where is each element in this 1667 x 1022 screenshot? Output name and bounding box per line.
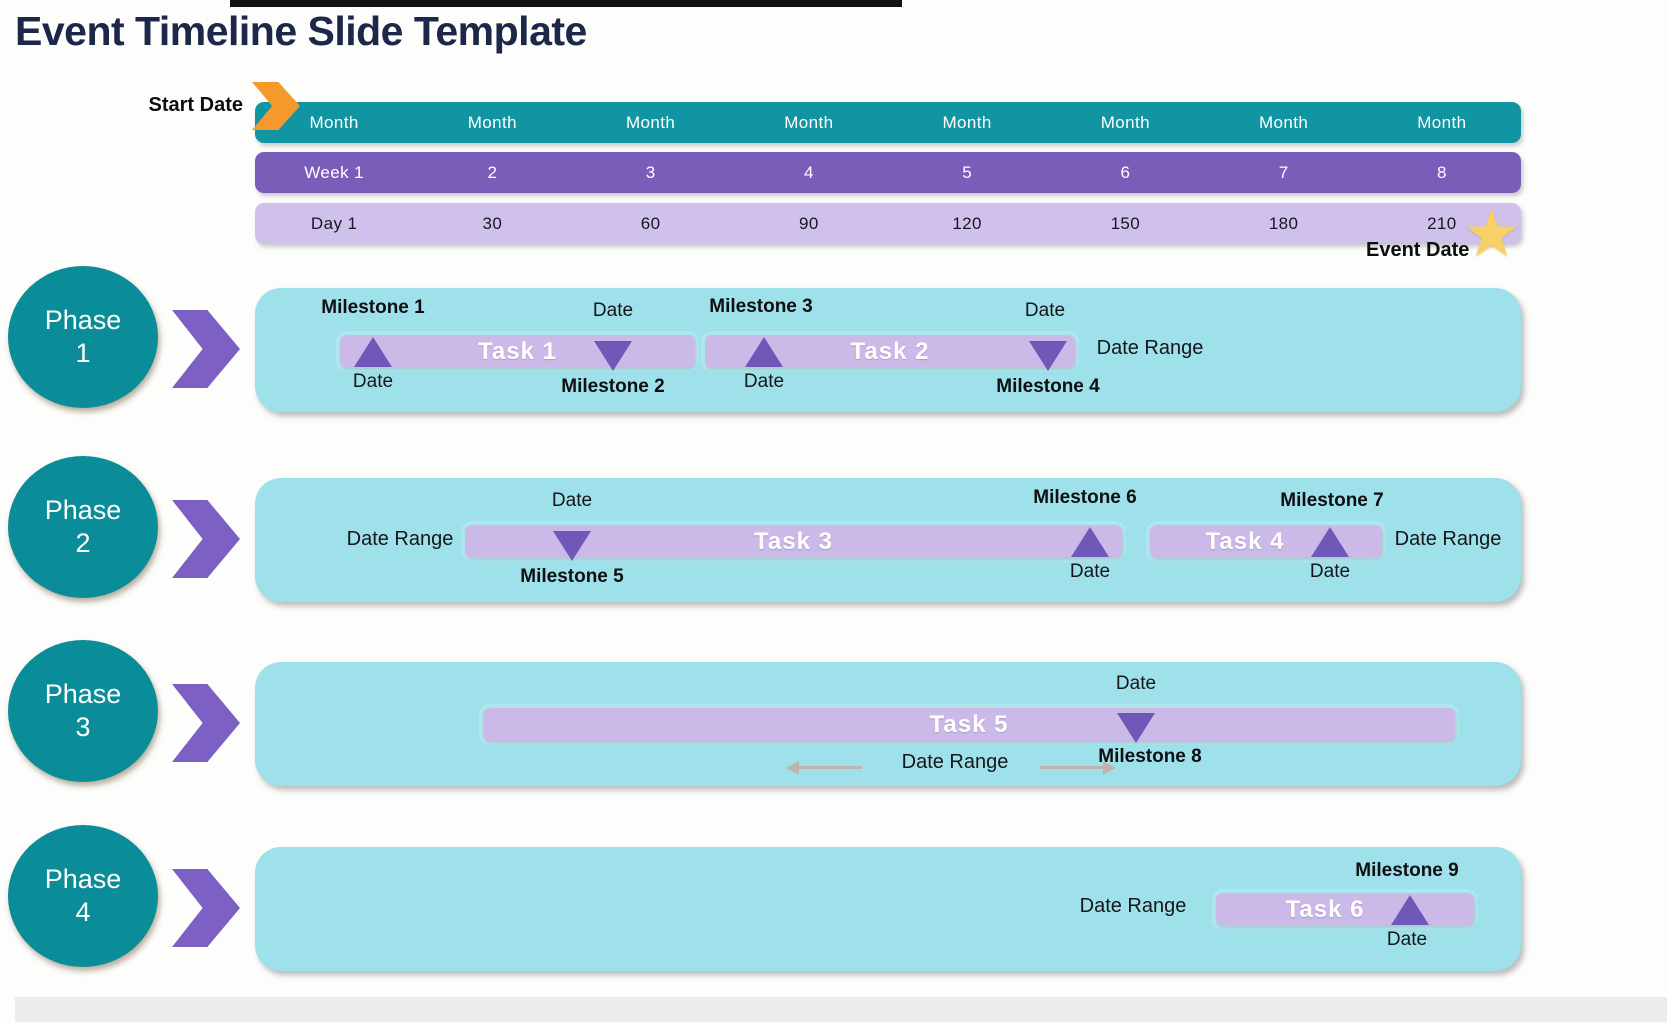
- phase-1-circle: Phase 1: [8, 266, 158, 408]
- task-1-label: Task 1: [478, 337, 557, 365]
- event-date-star-icon: ★: [1462, 196, 1522, 270]
- day-cell: 120: [952, 213, 982, 233]
- task-4-label: Task 4: [1205, 527, 1285, 555]
- phase-number: 2: [75, 528, 91, 558]
- month-cell: Month: [942, 112, 992, 132]
- month-cell: Month: [1417, 112, 1467, 132]
- day-cell: 150: [1110, 213, 1141, 233]
- month-cell: Month: [626, 112, 676, 132]
- milestone-5-triangle-icon: [553, 531, 591, 561]
- milestone-7-label: Milestone 7: [1280, 490, 1384, 511]
- phase-name: Phase: [44, 864, 122, 894]
- week-cell: 2: [487, 162, 498, 182]
- week-cell: 5: [962, 162, 973, 182]
- milestone-3-label: Milestone 3: [709, 296, 813, 317]
- week-cell: Week 1: [304, 162, 364, 182]
- bottom-strip: [15, 997, 1667, 1022]
- milestone-1-label: Milestone 1: [321, 297, 425, 318]
- milestone-9-triangle-icon: [1391, 895, 1429, 925]
- task-6-bar: Task 6: [1216, 893, 1474, 926]
- phase-4-circle: Phase 4: [8, 825, 158, 967]
- month-cell: Month: [467, 112, 517, 132]
- phase-2-circle: Phase 2: [8, 456, 158, 598]
- page-title: Event Timeline Slide Template: [15, 8, 587, 54]
- month-cell: Month: [784, 112, 834, 132]
- month-cell: Month: [309, 112, 359, 132]
- phase-2-right-date-range-label: Date Range: [1394, 528, 1502, 550]
- week-cell: 6: [1120, 162, 1131, 182]
- milestone-9-label: Milestone 9: [1355, 860, 1459, 881]
- month-row: Month Month Month Month Month Month Mont…: [255, 102, 1521, 143]
- phase-3-date-range-label: Date Range: [901, 751, 1009, 773]
- phase-name: Phase: [44, 495, 122, 525]
- milestone-8-date-label: Date: [1115, 673, 1157, 694]
- task-3-label: Task 3: [754, 527, 833, 555]
- top-black-strip: [230, 0, 902, 7]
- milestone-7-date-label: Date: [1309, 561, 1351, 582]
- phase-3-chevron-icon: [172, 684, 240, 762]
- date-range-left-arrow-icon: [786, 761, 862, 775]
- milestone-2-date-label: Date: [592, 300, 634, 321]
- day-cell: 180: [1268, 213, 1299, 233]
- week-cell: 7: [1278, 162, 1289, 182]
- milestone-8-triangle-icon: [1117, 713, 1155, 743]
- day-cell: 60: [640, 213, 661, 233]
- task-6-label: Task 6: [1285, 895, 1365, 923]
- day-cell: 210: [1427, 213, 1457, 233]
- milestone-6-date-label: Date: [1069, 561, 1111, 582]
- phase-2-chevron-icon: [172, 500, 240, 578]
- day-cell: Day 1: [310, 213, 358, 233]
- week-cell: 4: [803, 162, 814, 182]
- milestone-4-date-label: Date: [1024, 300, 1066, 321]
- task-5-label: Task 5: [929, 710, 1009, 738]
- phase-4-chevron-icon: [172, 869, 240, 947]
- task-2-label: Task 2: [850, 337, 930, 365]
- milestone-3-date-label: Date: [743, 371, 785, 392]
- task-1-bar: Task 1: [340, 335, 695, 368]
- week-row: Week 1 2 3 4 5 6 7 8: [255, 152, 1521, 193]
- milestone-5-date-label: Date: [551, 490, 593, 511]
- phase-2-left-date-range-label: Date Range: [346, 528, 454, 550]
- milestone-6-label: Milestone 6: [1033, 487, 1137, 508]
- milestone-4-label: Milestone 4: [996, 376, 1100, 397]
- phase-1-date-range-label: Date Range: [1096, 337, 1204, 359]
- milestone-7-triangle-icon: [1311, 527, 1349, 557]
- phase-number: 4: [75, 897, 91, 927]
- phase-4-date-range-label: Date Range: [1079, 895, 1187, 917]
- milestone-8-label: Milestone 8: [1098, 746, 1202, 767]
- date-range-right-arrow-icon: [1040, 761, 1116, 775]
- milestone-6-triangle-icon: [1071, 527, 1109, 557]
- day-cell: 90: [799, 213, 819, 233]
- task-5-bar: Task 5: [483, 708, 1455, 741]
- month-cell: Month: [1100, 112, 1150, 132]
- week-cell: 8: [1436, 162, 1447, 182]
- week-cell: 3: [645, 162, 656, 182]
- day-row: Day 1 30 60 90 120 150 180 210: [255, 203, 1521, 244]
- milestone-3-triangle-icon: [745, 337, 783, 367]
- milestone-2-triangle-icon: [594, 341, 632, 371]
- milestone-1-date-label: Date: [352, 371, 394, 392]
- event-date-label: Event Date: [1366, 239, 1470, 261]
- phase-1-chevron-icon: [172, 310, 240, 388]
- phase-3-circle: Phase 3: [8, 640, 158, 782]
- phase-number: 3: [75, 712, 91, 742]
- day-cell: 30: [482, 213, 503, 233]
- start-date-label: Start Date: [148, 94, 243, 116]
- milestone-9-date-label: Date: [1386, 929, 1428, 950]
- phase-number: 1: [75, 338, 91, 368]
- milestone-1-triangle-icon: [354, 337, 392, 367]
- milestone-5-label: Milestone 5: [520, 566, 624, 587]
- milestone-4-triangle-icon: [1029, 341, 1067, 371]
- phase-name: Phase: [44, 679, 122, 709]
- milestone-2-label: Milestone 2: [561, 376, 665, 397]
- month-cell: Month: [1259, 112, 1309, 132]
- phase-name: Phase: [44, 305, 122, 335]
